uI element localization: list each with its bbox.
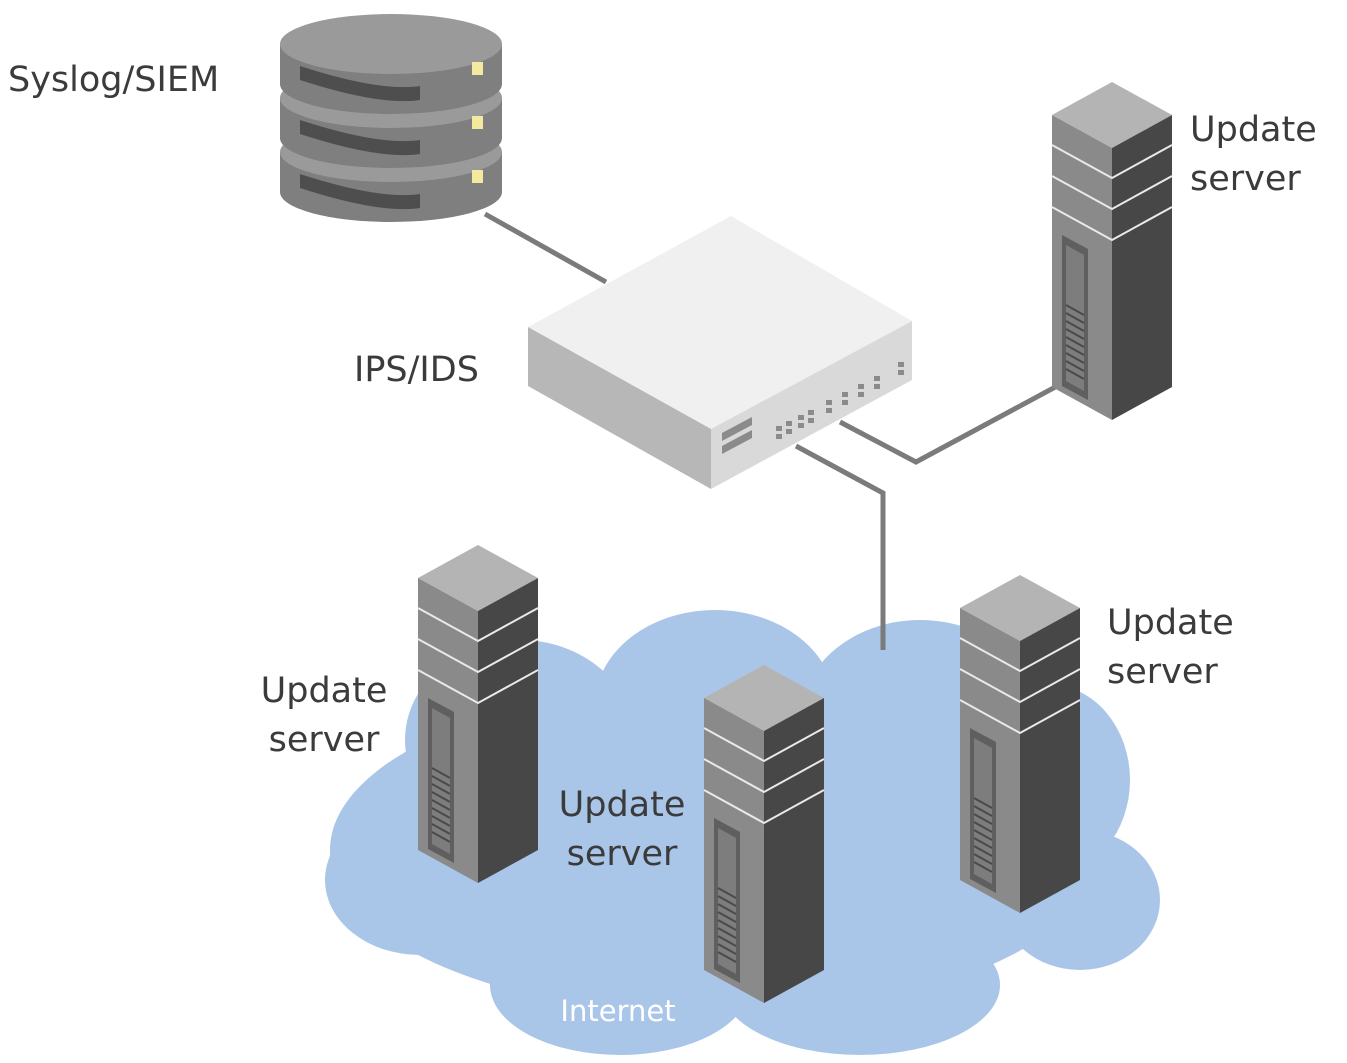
network-links bbox=[483, 211, 1074, 650]
server-tower-icon-cloud-left bbox=[417, 544, 539, 884]
update-server-label-cloud-left: Update server bbox=[260, 671, 388, 760]
server-tower-icon-top-right bbox=[1051, 81, 1173, 421]
update-server-label-top-right: Update server bbox=[1190, 110, 1317, 199]
internet-label: Internet bbox=[560, 994, 676, 1028]
update-server-label-cloud-middle: Update server bbox=[558, 785, 686, 874]
update-server-label-cloud-right: Update server bbox=[1107, 603, 1234, 692]
server-tower-icon-cloud-middle bbox=[703, 664, 825, 1004]
ips-label: IPS/IDS bbox=[354, 350, 479, 390]
network-appliance-icon bbox=[528, 216, 912, 489]
link-siem-ips bbox=[483, 211, 608, 285]
link-ips-internet bbox=[794, 443, 886, 650]
link-ips-update-server bbox=[838, 375, 1074, 465]
siem-label: Syslog/SIEM bbox=[8, 60, 220, 100]
database-icon bbox=[280, 14, 502, 222]
server-tower-icon-cloud-right bbox=[959, 574, 1081, 914]
